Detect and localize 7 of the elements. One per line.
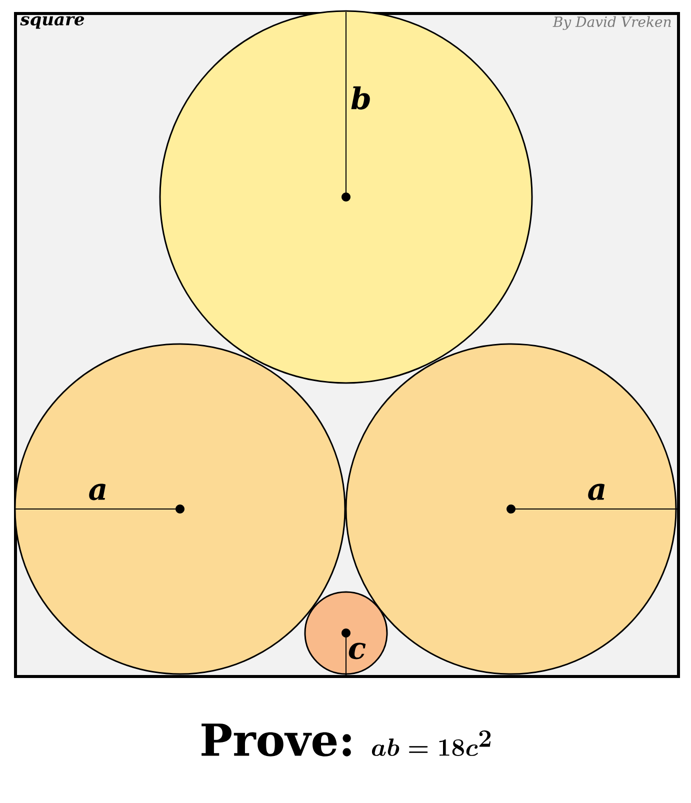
radius-label: b — [351, 86, 370, 110]
figure-title: square — [20, 16, 84, 29]
author-credit: By David Vreken — [552, 16, 671, 30]
radius-label: c — [348, 642, 366, 660]
radius-label: a — [89, 484, 106, 500]
radius-label: a — [588, 484, 605, 500]
caption: $\text{Prove:}\;\; \boldsymbol{ab} = 18\boldsymbol{c}^{2}$ — [202, 724, 491, 756]
